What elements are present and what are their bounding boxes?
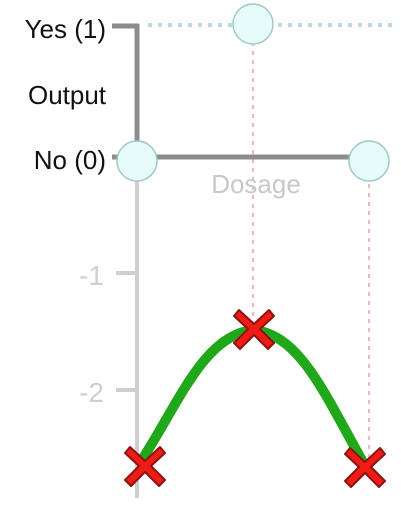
yes-label: Yes (1) (25, 14, 106, 44)
x-marker-left (124, 446, 166, 487)
data-point-circle-middle (232, 3, 274, 45)
data-point-circle-left (116, 140, 158, 182)
green-activation-curve (138, 324, 368, 467)
data-point-circle-right (348, 140, 390, 182)
dosage-label: Dosage (211, 169, 301, 199)
x-marker-middle (233, 309, 275, 350)
tick-label-neg2: -2 (79, 377, 104, 408)
no-label: No (0) (34, 145, 106, 175)
output-label: Output (28, 80, 107, 110)
tick-label-neg1: -1 (79, 260, 104, 291)
x-marker-right (344, 447, 386, 488)
